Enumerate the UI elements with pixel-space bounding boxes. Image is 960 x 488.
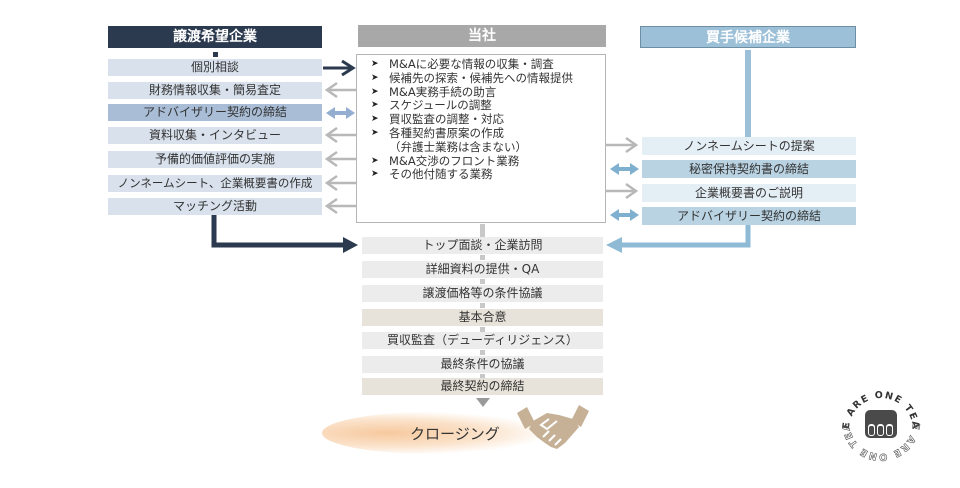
buyer-step: 秘密保持契約書の締結 xyxy=(642,160,856,178)
service-item: ➤買収監査の調整・対応 xyxy=(371,112,504,127)
step-connector xyxy=(480,374,485,379)
step-connector xyxy=(480,255,485,260)
joint-step: 最終条件の協議 xyxy=(362,356,603,373)
handshake-icon xyxy=(517,405,589,449)
buyer-vertical-connector xyxy=(745,50,751,138)
bullet-arrow-icon: ➤ xyxy=(371,59,379,69)
joint-step: トップ面談・企業訪問 xyxy=(362,237,603,254)
seller-column-header: 譲渡希望企業 xyxy=(108,26,322,48)
bullet-arrow-icon: ➤ xyxy=(371,169,379,180)
seller-step: マッチング活動 xyxy=(108,198,322,215)
arrow-left-gray-icon xyxy=(324,81,356,99)
arrow-both-blue-icon xyxy=(610,209,639,221)
arrow-right-gray-icon xyxy=(606,182,639,200)
service-item: ➤M&A交渉のフロント業務 xyxy=(371,153,520,168)
seller-step: 予備的価値評価の実施 xyxy=(108,151,322,168)
buyer-step: ノンネームシートの提案 xyxy=(642,137,856,155)
arrow-left-gray-icon xyxy=(324,150,356,168)
step-connector xyxy=(480,350,485,355)
service-item: ➤スケジュールの調整 xyxy=(371,98,492,113)
arrow-right-gray-icon xyxy=(606,136,639,154)
our-services-box: ➤M&Aに必要な情報の収集・調査 ➤候補先の探索・候補先への情報提供 ➤M&A実… xyxy=(356,54,606,223)
joint-step: 基本合意 xyxy=(362,309,603,326)
bullet-arrow-icon: ➤ xyxy=(371,100,379,111)
arrow-left-gray-icon xyxy=(324,174,356,192)
service-item-note: （弁護士業務は含まない） xyxy=(389,139,527,154)
step-connector xyxy=(480,279,485,284)
our-company-column-header: 当社 xyxy=(358,25,606,47)
closing-highlight xyxy=(322,412,542,454)
service-item: ➤その他付随する業務 xyxy=(371,167,493,182)
arrow-right-dark-icon xyxy=(323,59,356,77)
down-triangle-icon xyxy=(476,398,490,407)
step-connector xyxy=(480,327,485,332)
joint-step: 詳細資料の提供・QA xyxy=(362,261,603,278)
arrow-left-gray-icon xyxy=(324,197,356,215)
bullet-arrow-icon: ➤ xyxy=(371,114,379,125)
seller-step: アドバイザリー契約の締結 xyxy=(108,104,322,121)
service-item: ➤各種契約書原案の作成 xyxy=(371,125,504,140)
bullet-arrow-icon: ➤ xyxy=(371,127,379,138)
seller-step: 個別相談 xyxy=(108,59,322,76)
arrow-both-blue-icon xyxy=(326,107,355,119)
seller-header-connector xyxy=(213,52,218,57)
seller-step: 財務情報収集・簡易査定 xyxy=(108,82,322,99)
service-item: ➤M&A実務手続の助言 xyxy=(371,84,497,99)
arrow-elbow-buyer-icon xyxy=(606,225,751,253)
buyer-column-header: 買手候補企業 xyxy=(640,26,856,48)
joint-step: 最終契約の締結 xyxy=(362,378,603,395)
closing-label: クロージング xyxy=(410,425,500,443)
joint-step: 買収監査（デューディリジェンス） xyxy=(362,332,603,349)
bullet-arrow-icon: ➤ xyxy=(371,72,379,83)
bullet-arrow-icon: ➤ xyxy=(371,155,379,166)
buyer-step: 企業概要書のご説明 xyxy=(642,184,856,202)
center-connector xyxy=(480,224,485,237)
buyer-step: アドバイザリー契約の締結 xyxy=(642,207,856,225)
step-connector xyxy=(480,303,485,308)
seller-step: 資料収集・インタビュー xyxy=(108,127,322,144)
service-item: ➤候補先の探索・候補先への情報提供 xyxy=(371,70,573,85)
joint-step: 譲渡価格等の条件協議 xyxy=(362,285,603,302)
arrow-left-gray-icon xyxy=(324,126,356,144)
arrow-elbow-seller-icon xyxy=(211,215,358,253)
one-team-badge: WE ARE ONE TEAM WE ARE ONE TEAM xyxy=(835,380,927,472)
fist-icon xyxy=(865,410,897,438)
service-item: ➤M&Aに必要な情報の収集・調査 xyxy=(371,57,554,71)
seller-step: ノンネームシート、企業概要書の作成 xyxy=(108,175,322,192)
arrow-both-blue-icon xyxy=(610,163,639,175)
bullet-arrow-icon: ➤ xyxy=(371,86,379,97)
